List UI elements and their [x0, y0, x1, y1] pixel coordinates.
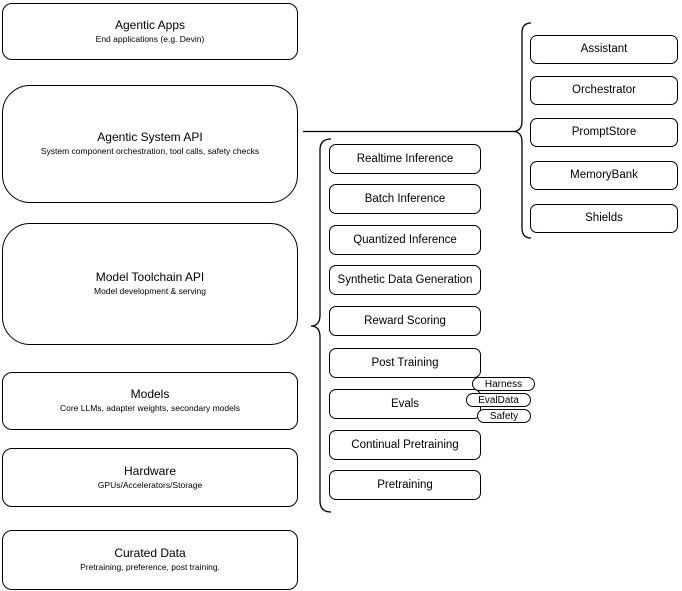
- node-subtitle: System component orchestration, tool cal…: [40, 146, 260, 156]
- node-pretraining: Pretraining: [329, 470, 481, 500]
- node-subtitle: Model development & serving: [94, 286, 206, 296]
- node-batch-inference: Batch Inference: [329, 184, 481, 214]
- node-orchestrator: Orchestrator: [530, 76, 678, 105]
- node-title: Model Toolchain API: [95, 270, 205, 284]
- node-subtitle: End applications (e.g. Devin): [95, 33, 205, 44]
- pill-harness: Harness: [472, 377, 535, 391]
- node-synthetic-data-generation: Synthetic Data Generation: [329, 265, 481, 295]
- pill-safety: Safety: [477, 409, 531, 423]
- toolchain-services-brace: [310, 138, 332, 513]
- node-title: Models: [130, 387, 170, 401]
- node-title: Hardware: [123, 463, 177, 478]
- node-subtitle: Core LLMs, adapter weights, secondary mo…: [59, 403, 240, 413]
- node-reward-scoring: Reward Scoring: [329, 306, 481, 336]
- node-realtime-inference: Realtime Inference: [329, 144, 481, 174]
- node-subtitle: Pretraining, preference, post training.: [80, 562, 220, 572]
- node-shields: Shields: [530, 204, 678, 233]
- node-evals: Evals: [329, 389, 481, 419]
- node-agentic-apps: Agentic Apps End applications (e.g. Devi…: [2, 3, 298, 60]
- node-curated-data: Curated Data Pretraining, preference, po…: [2, 530, 298, 590]
- pill-evaldata: EvalData: [466, 393, 531, 407]
- node-continual-pretraining: Continual Pretraining: [329, 430, 481, 460]
- system-components-brace: [512, 22, 532, 239]
- node-models: Models Core LLMs, adapter weights, secon…: [2, 372, 298, 430]
- node-post-training: Post Training: [329, 348, 481, 378]
- node-subtitle: GPUs/Accelerators/Storage: [97, 479, 203, 490]
- node-quantized-inference: Quantized Inference: [329, 225, 481, 255]
- node-title: Curated Data: [114, 546, 186, 560]
- node-agentic-system-api: Agentic System API System component orch…: [2, 85, 298, 203]
- node-title: Agentic Apps: [114, 17, 186, 32]
- node-promptstore: PromptStore: [530, 118, 678, 147]
- node-assistant: Assistant: [530, 35, 678, 64]
- node-memorybank: MemoryBank: [530, 161, 678, 190]
- node-model-toolchain-api: Model Toolchain API Model development & …: [2, 223, 298, 345]
- node-hardware: Hardware GPUs/Accelerators/Storage: [2, 448, 298, 507]
- node-title: Agentic System API: [97, 130, 203, 144]
